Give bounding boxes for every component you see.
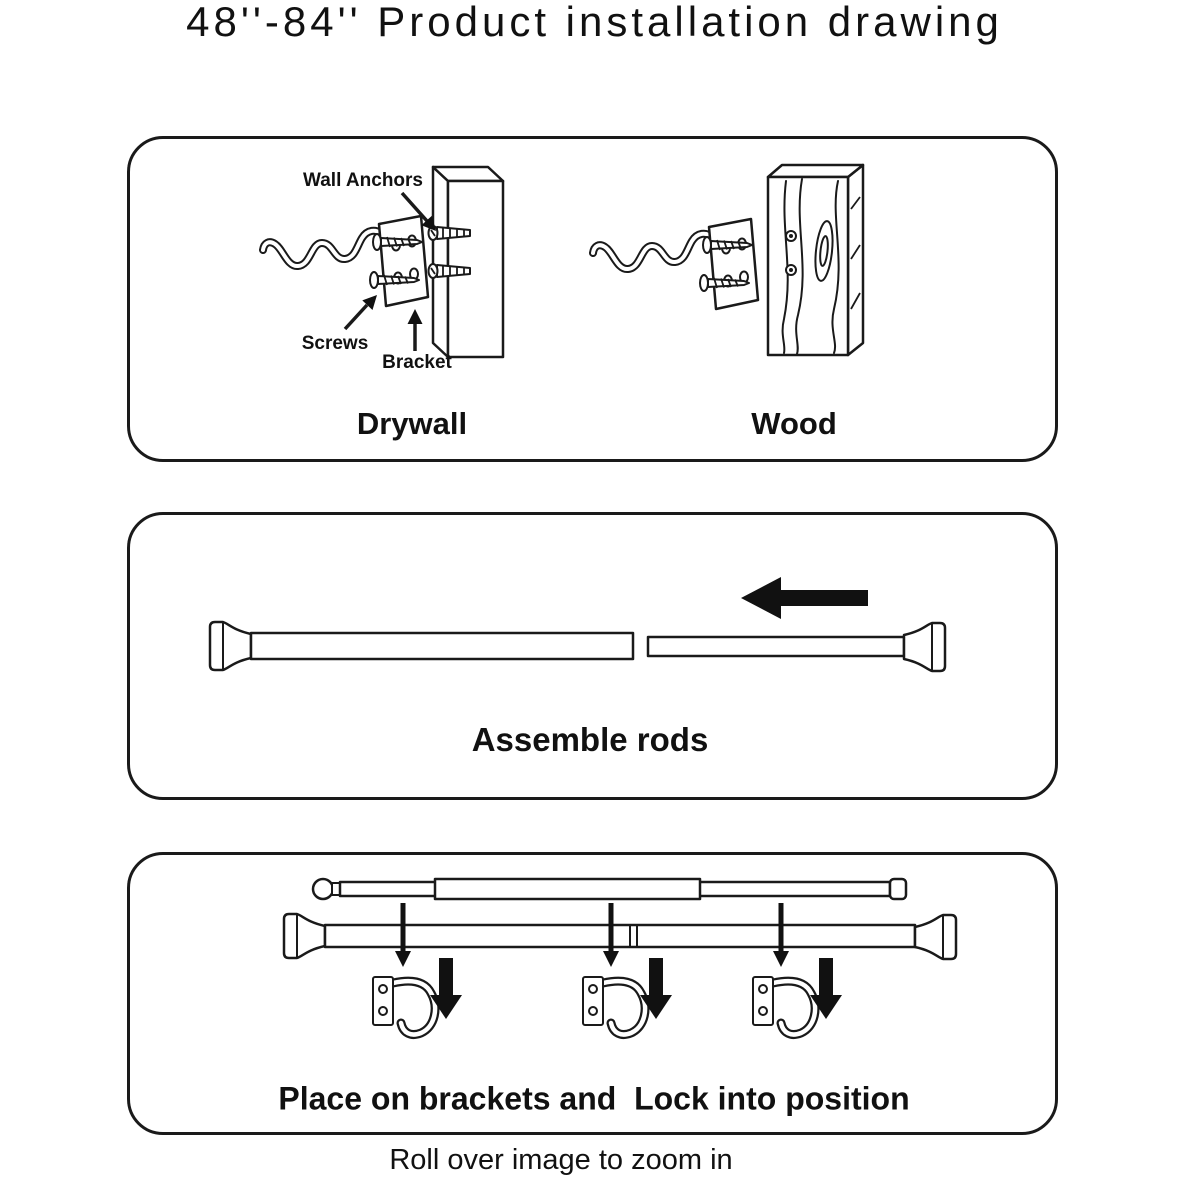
drywall-caption: Drywall — [356, 406, 468, 441]
place-on-brackets-caption: Place on brackets and Lock into position — [278, 1080, 910, 1117]
drywall-illustration — [263, 165, 505, 359]
rod-placement-drawing — [282, 877, 958, 1132]
alignment-arrow — [395, 903, 411, 967]
wall-anchor-icon — [427, 225, 471, 241]
wall-anchors-callout-arrow — [400, 191, 436, 231]
assembled-rod-top — [311, 877, 908, 901]
zoom-hint-text: Roll over image to zoom in — [389, 1144, 733, 1176]
double-rod-bracket-drawing — [593, 219, 758, 309]
page-title: 48''-84'' Product installation drawing — [186, 0, 1003, 45]
wall-bracket-drawing — [583, 977, 645, 1035]
rod-assembly-drawing — [208, 577, 947, 673]
step-2-panel: Assemble rods — [127, 512, 1058, 800]
wall-bracket-drawing — [753, 977, 815, 1035]
press-down-arrow — [430, 958, 462, 1019]
wall-anchors-label: Wall Anchors — [303, 170, 423, 191]
alignment-arrow — [773, 903, 789, 967]
wall-bracket-drawing — [373, 977, 435, 1035]
insert-direction-arrow — [741, 577, 868, 619]
screws-callout-arrow — [343, 295, 377, 331]
rod-right-half — [646, 621, 947, 673]
drywall-panel — [431, 165, 505, 359]
assembled-rod-bottom — [282, 912, 958, 961]
press-down-arrow — [810, 958, 842, 1019]
screws-label: Screws — [301, 333, 369, 354]
double-rod-bracket-drawing — [263, 216, 428, 306]
rod-left-half — [208, 620, 635, 672]
step-3-panel: Place on brackets and Lock into position — [127, 852, 1058, 1135]
step-1-panel: Wall Anchors Screws Bracket Drywall Wood — [127, 136, 1058, 462]
press-down-arrow — [640, 958, 672, 1019]
wall-anchor-icon — [427, 263, 471, 279]
wood-illustration — [593, 163, 865, 357]
assemble-rods-caption: Assemble rods — [471, 721, 709, 758]
bracket-callout-arrow — [407, 309, 423, 351]
bracket-label: Bracket — [382, 352, 452, 373]
alignment-arrow — [603, 903, 619, 967]
wood-caption: Wood — [751, 406, 837, 441]
wood-panel — [766, 163, 865, 357]
bracket-mounting-drawing — [130, 163, 865, 359]
